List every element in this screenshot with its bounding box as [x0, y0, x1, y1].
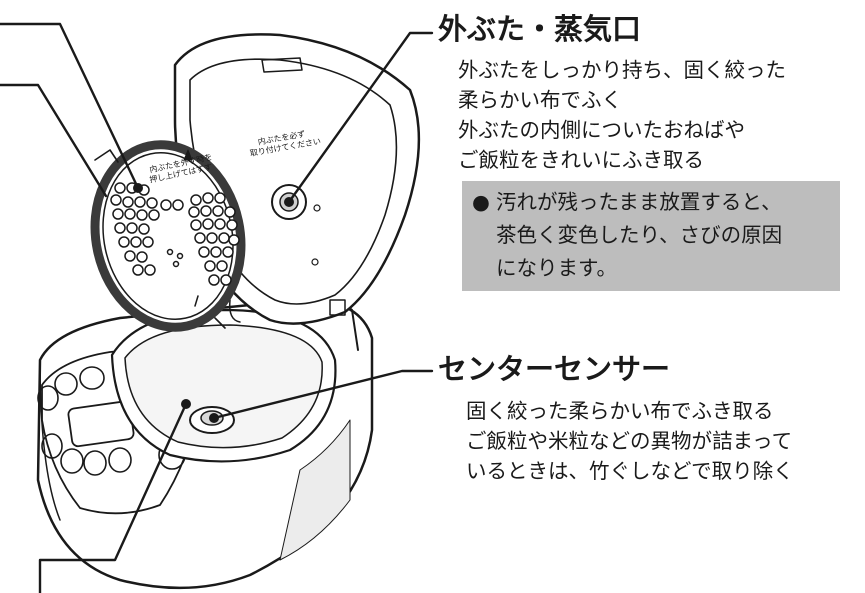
callout-lines — [0, 22, 434, 593]
outer-lid-instructions: 外ぶたをしっかり持ち、固く絞った 柔らかい布でふく 外ぶたの内側についたおねばや… — [458, 55, 786, 175]
inner-lid-holes — [110, 182, 240, 286]
leader-inner-lid — [0, 22, 140, 190]
warning-line: になります。 — [496, 256, 617, 280]
panel-button — [79, 366, 105, 390]
panel-button — [83, 450, 107, 476]
instruction-line: 外ぶたをしっかり持ち、固く絞った — [458, 58, 786, 82]
leader-inner-pot — [38, 402, 188, 593]
instruction-line: ご飯粒や米粒などの異物が詰まって — [466, 429, 793, 453]
warning-note-box — [462, 181, 840, 291]
leader-steam-vent — [287, 31, 434, 204]
panel-button — [108, 447, 132, 473]
warning-line: 汚れが残ったまま放置すると、 — [496, 190, 782, 214]
panel-button — [54, 372, 78, 396]
panel-button — [37, 385, 59, 411]
leader-center-sensor — [212, 369, 434, 420]
instruction-line: 固く絞った柔らかい布でふき取る — [466, 399, 774, 423]
leader-packing — [0, 83, 108, 198]
center-sensor-instructions: 固く絞った柔らかい布でふき取る ご飯粒や米粒などの異物が詰まって いるときは、竹… — [466, 396, 794, 486]
bullet-icon: ● — [472, 190, 490, 214]
panel-button — [41, 433, 63, 459]
panel-button — [60, 448, 84, 474]
instruction-line: 外ぶたの内側についたおねばや — [458, 118, 745, 142]
outer-lid-heading: 外ぶた・蒸気口 — [438, 12, 642, 46]
center-sensor-heading: センターセンサー — [438, 352, 671, 386]
instruction-line: いるときは、竹ぐしなどで取り除く — [466, 459, 794, 483]
warning-line: 茶色く変色したり、さびの原因 — [496, 223, 783, 247]
warning-note: ●汚れが残ったまま放置すると、 茶色く変色したり、さびの原因 になります。 — [472, 186, 782, 285]
instruction-line: ご飯粒をきれいにふき取る — [458, 148, 704, 172]
instruction-line: 柔らかい布でふく — [458, 88, 622, 112]
